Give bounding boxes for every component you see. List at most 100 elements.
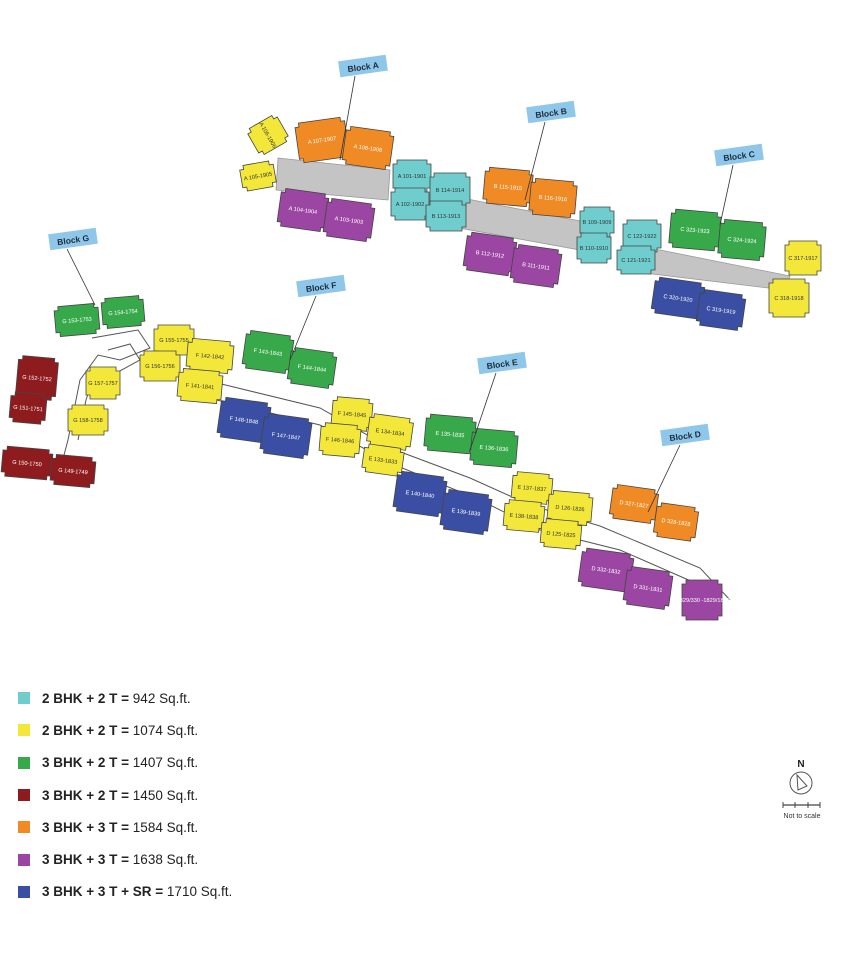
- unit-b: B 116-1916: [528, 177, 578, 219]
- north-compass: N Not to scale: [782, 759, 821, 820]
- legend-item: 3 BHK + 2 T = 1407 Sq.ft.: [18, 747, 232, 779]
- unit-g: G 150-1750: [0, 445, 54, 481]
- legend-item: 3 BHK + 3 T = 1584 Sq.ft.: [18, 811, 232, 843]
- unit-g: G 151-1751: [8, 391, 48, 425]
- unit-a: A 101-1901: [392, 159, 432, 193]
- unit-label: C 319-1919: [706, 306, 736, 316]
- legend-area: 1638 Sq.ft.: [129, 852, 199, 868]
- unit-label: D 126-1826: [555, 505, 585, 514]
- block-tag-f: Block F: [289, 274, 346, 361]
- unit-label: F 147-1847: [271, 432, 300, 442]
- legend-config: 3 BHK + 2 T =: [42, 755, 130, 771]
- unit-label: D 328-1828: [661, 518, 691, 528]
- unit-label: C 121-1921: [621, 258, 650, 264]
- legend-area: 1584 Sq.ft.: [129, 819, 199, 835]
- unit-label: A 103-1903: [334, 216, 363, 226]
- unit-label: E 138-1838: [509, 513, 538, 521]
- unit-label: G 154-1754: [108, 309, 138, 318]
- unit-label: C 317-1917: [788, 256, 817, 262]
- unit-a: A 105-1905: [239, 160, 277, 192]
- unit-label: C 320-1920: [663, 294, 693, 304]
- unit-label: A 108-1908: [353, 144, 382, 154]
- svg-text:Block A: Block A: [347, 60, 379, 74]
- unit-g: G 149-1749: [49, 454, 97, 488]
- legend-swatch: [18, 821, 30, 834]
- unit-a: A 108-1908: [341, 125, 395, 171]
- legend-config: 2 BHK + 2 T =: [42, 722, 130, 738]
- unit-b: B 115-1915: [482, 166, 534, 208]
- legend-item: 3 BHK + 2 T = 1450 Sq.ft.: [18, 779, 232, 811]
- unit-g: G 153-1753: [53, 303, 101, 337]
- unit-e: E 133-1833: [361, 443, 405, 477]
- unit-c: C 318-1918: [768, 278, 810, 318]
- unit-c: C 319-1919: [695, 289, 747, 331]
- legend-config: 3 BHK + 3 T =: [42, 852, 130, 868]
- svg-text:Block D: Block D: [669, 429, 702, 443]
- legend-label: 3 BHK + 2 T = 1407 Sq.ft.: [42, 755, 198, 770]
- block-tag-e: Block E: [469, 351, 527, 451]
- svg-text:Block G: Block G: [57, 233, 91, 247]
- unit-d: D 331-1831: [622, 566, 674, 610]
- unit-b: B 112-1912: [462, 231, 518, 277]
- north-label: N: [797, 759, 804, 770]
- unit-f: F 147-1847: [259, 412, 313, 460]
- svg-text:Block C: Block C: [723, 149, 756, 163]
- unit-label: F 141-1841: [185, 383, 214, 391]
- unit-c: C 323-1923: [668, 208, 722, 252]
- unit-d: D 329/330 -1829/1830: [674, 579, 730, 621]
- unit-b: B 113-1913: [425, 200, 467, 232]
- unit-e: E 134-1834: [366, 413, 414, 451]
- legend-item: 2 BHK + 2 T = 942 Sq.ft.: [18, 682, 232, 714]
- legend-swatch: [18, 853, 30, 866]
- legend-item: 3 BHK + 3 T + SR = 1710 Sq.ft.: [18, 876, 232, 908]
- unit-g: G 158-1758: [67, 404, 109, 436]
- unit-label: A 102-1902: [396, 202, 425, 208]
- unit-label: E 134-1834: [375, 428, 404, 438]
- unit-label: G 158-1758: [73, 418, 103, 424]
- compass-arrow-icon: [796, 773, 808, 791]
- legend-label: 2 BHK + 2 T = 942 Sq.ft.: [42, 691, 191, 706]
- unit-d: D 328-1828: [652, 502, 700, 542]
- legend-label: 2 BHK + 2 T = 1074 Sq.ft.: [42, 723, 198, 738]
- legend-area: 1407 Sq.ft.: [129, 755, 199, 771]
- unit-c: C 317-1917: [784, 240, 822, 276]
- legend-label: 3 BHK + 3 T + SR = 1710 Sq.ft.: [42, 884, 232, 899]
- unit-c: C 324-1924: [717, 218, 767, 262]
- unit-label: G 152-1752: [22, 375, 52, 384]
- unit-label: E 135-1835: [435, 431, 464, 439]
- unit-label: A 107-1907: [308, 136, 337, 146]
- block-tag-d: Block D: [647, 423, 710, 513]
- unit-f: F 141-1841: [176, 368, 224, 404]
- unit-f: F 144-1844: [286, 347, 338, 389]
- unit-g: G 154-1754: [100, 295, 146, 329]
- block-tag-g: Block G: [48, 227, 98, 306]
- unit-label: B 109-1909: [583, 220, 612, 226]
- unit-g: G 157-1757: [85, 366, 121, 400]
- unit-label: D 331-1831: [633, 584, 663, 594]
- unit-label: B 114-1914: [436, 188, 465, 194]
- legend-config: 3 BHK + 2 T =: [42, 787, 130, 803]
- unit-label: F 148-1848: [229, 416, 258, 426]
- svg-text:Block B: Block B: [535, 106, 568, 120]
- unit-label: F 144-1844: [297, 364, 326, 374]
- unit-label: C 324-1924: [727, 237, 757, 246]
- scale-note: Not to scale: [784, 813, 821, 820]
- unit-e: E 135-1835: [423, 413, 477, 455]
- unit-label: A 105-1905: [244, 172, 273, 183]
- unit-label: D 329/330 -1829/1830: [674, 598, 730, 604]
- unit-label: B 112-1912: [475, 250, 504, 260]
- unit-label: B 115-1915: [493, 184, 522, 192]
- unit-e: E 136-1836: [469, 427, 519, 469]
- unit-label: E 137-1837: [517, 485, 546, 493]
- unit-b: B 110-1910: [576, 232, 612, 264]
- svg-text:Block F: Block F: [305, 280, 337, 294]
- unit-b: B 109-1909: [579, 206, 615, 238]
- unit-label: E 140-1840: [405, 490, 434, 500]
- unit-label: C 122-1922: [627, 234, 656, 240]
- unit-label: E 136-1836: [479, 445, 508, 453]
- unit-label: D 332-1832: [591, 566, 621, 576]
- unit-label: F 146-1846: [325, 437, 354, 445]
- legend-area: 942 Sq.ft.: [129, 690, 191, 706]
